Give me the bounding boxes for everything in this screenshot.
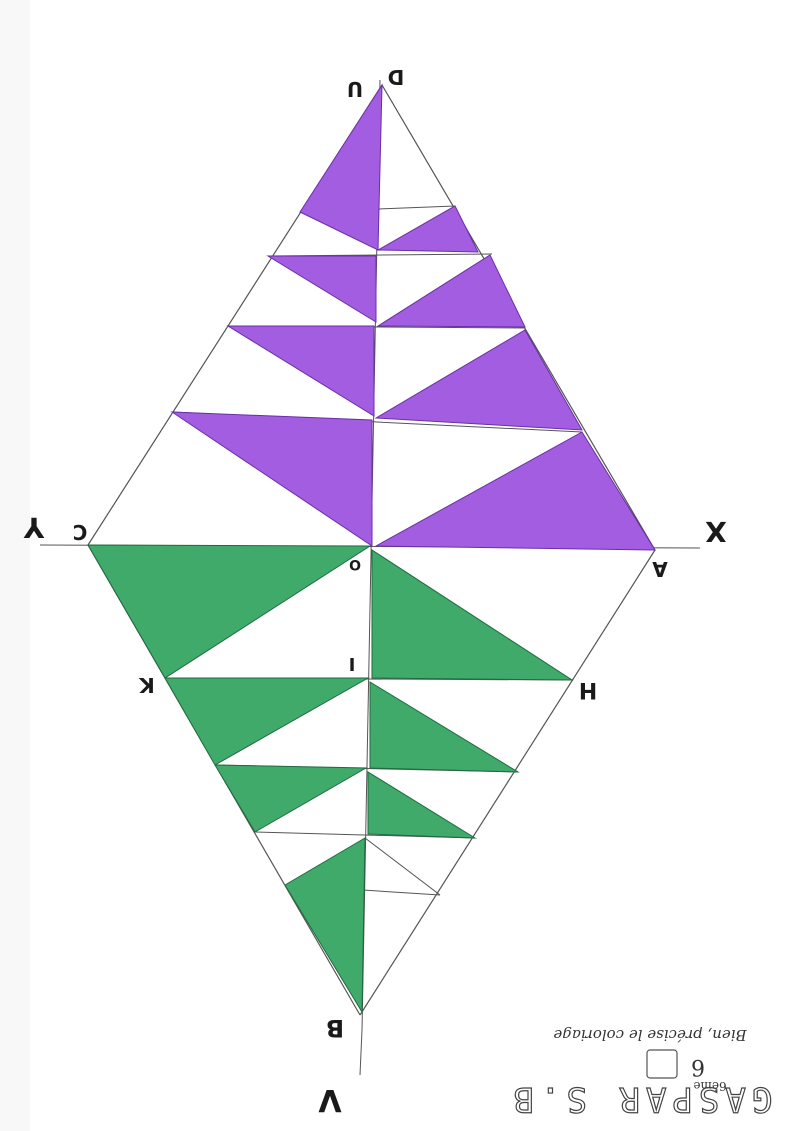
- green-triangle: [87, 544, 372, 679]
- label-K: K: [138, 673, 155, 697]
- signature-block: Bien, précise le coloriage 6 6ème GASPAR…: [507, 1026, 773, 1120]
- label-V: V: [318, 1082, 342, 1117]
- class-label: 6ème: [693, 1079, 726, 1093]
- class-box: [646, 1049, 678, 1079]
- label-A: A: [652, 557, 668, 581]
- green-triangle: [164, 677, 370, 766]
- green-triangle: [284, 837, 366, 1014]
- green-triangle: [367, 771, 477, 839]
- purple-triangle: [266, 255, 377, 323]
- green-triangle: [214, 764, 368, 833]
- purple-triangle: [376, 205, 479, 253]
- class-box-number: 6: [691, 1054, 705, 1079]
- label-C: C: [73, 520, 88, 544]
- green-triangle: [369, 681, 520, 773]
- student-name: GASPAR S.B: [508, 1079, 773, 1119]
- side-A-B: [359, 549, 656, 1016]
- paper-edge-shadow: [0, 0, 30, 1131]
- purple-triangle: [374, 329, 583, 431]
- vertical-axis-extension: [359, 1029, 363, 1076]
- purple-triangle: [376, 254, 526, 328]
- label-Y: Y: [23, 511, 45, 544]
- purple-triangle: [226, 325, 375, 417]
- label-X: X: [705, 515, 727, 548]
- purple-triangle: [299, 83, 383, 251]
- purple-triangles: [170, 83, 656, 551]
- label-H: H: [579, 677, 597, 702]
- stripe-diagonal: [364, 837, 441, 896]
- label-I: I: [349, 653, 356, 674]
- label-B: B: [326, 1014, 344, 1042]
- teacher-comment: Bien, précise le coloriage: [553, 1026, 747, 1044]
- label-U: U: [347, 77, 363, 101]
- green-triangle: [371, 549, 574, 681]
- point-labels: D U Y C X A O I K H B V: [23, 65, 727, 1117]
- purple-triangle: [170, 411, 373, 547]
- green-triangles: [87, 544, 574, 1014]
- label-D: D: [388, 65, 405, 89]
- purple-triangle: [374, 431, 656, 551]
- label-O: O: [349, 556, 361, 572]
